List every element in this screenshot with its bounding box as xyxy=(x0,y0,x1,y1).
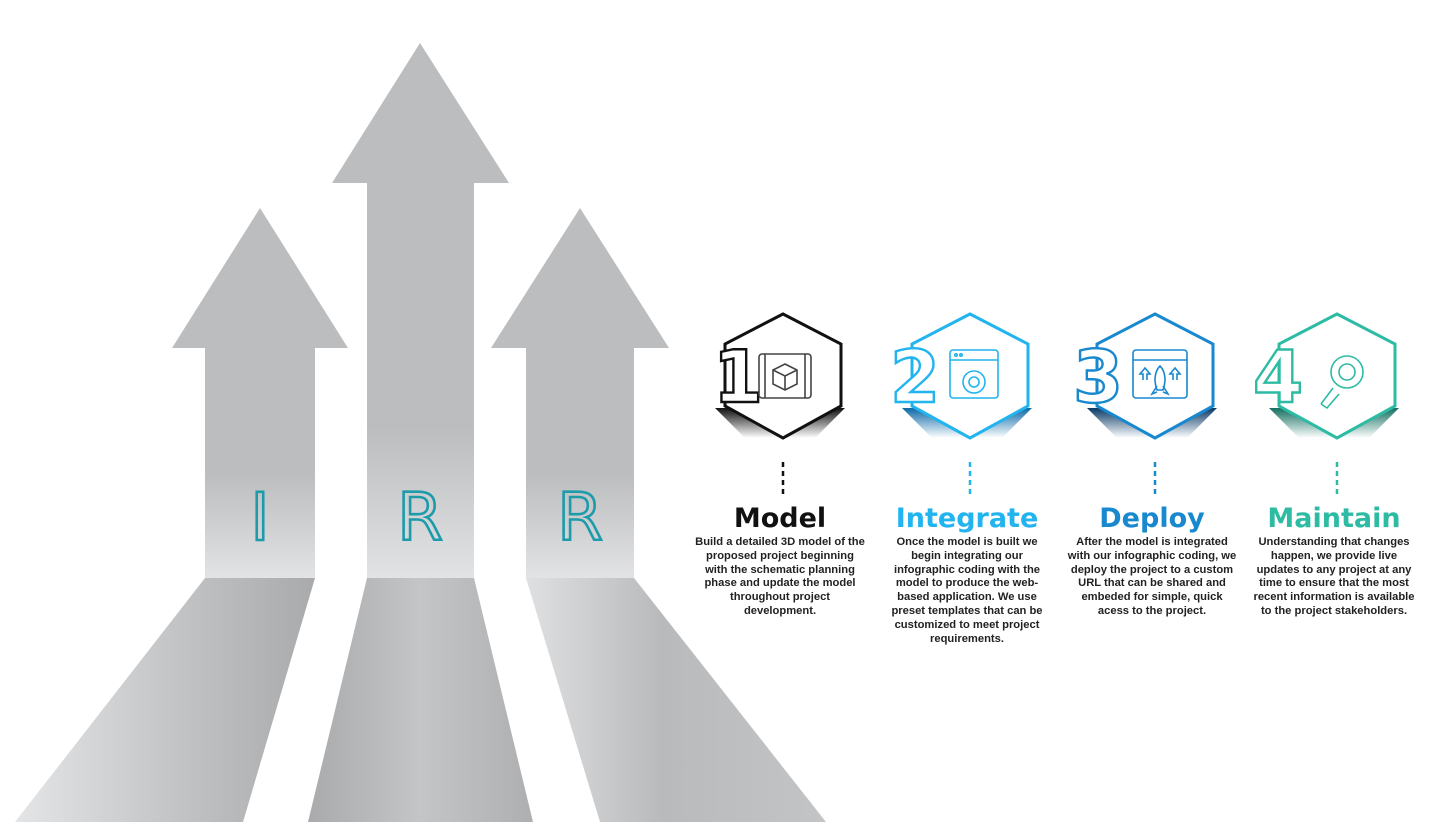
step-description: Build a detailed 3D model of the propose… xyxy=(695,536,865,617)
road-middle xyxy=(308,578,533,822)
step-badge-4: 4 xyxy=(1252,312,1399,496)
hexagon-outline xyxy=(723,312,843,440)
hexagon-outline xyxy=(910,312,1030,440)
gear-wrench-icon xyxy=(1320,355,1364,410)
step-badge-1: 1 xyxy=(712,312,845,496)
browser-gear-icon xyxy=(949,349,999,399)
blueprint-cube-icon xyxy=(758,353,812,399)
step-number: 4 xyxy=(1253,335,1303,419)
step-description: After the model is integrated with our i… xyxy=(1067,536,1237,617)
browser-rocket-icon xyxy=(1132,349,1188,399)
step-badge-2: 2 xyxy=(889,312,1032,496)
step-title: Model xyxy=(733,503,827,534)
arrow-left xyxy=(172,208,348,578)
step-description: Once the model is built we begin integra… xyxy=(891,536,1043,645)
step-maintain: 4 Maintain Understanding that changes ha… xyxy=(1244,310,1424,619)
step-number: 2 xyxy=(890,335,940,419)
step-badge-3: 3 xyxy=(1072,312,1217,496)
arrow-letter-i: I xyxy=(249,478,271,558)
step-title: Maintain xyxy=(1267,503,1401,534)
step-integrate: 2 Integrate Once the model is built we b… xyxy=(877,310,1057,646)
arrow-middle xyxy=(332,43,509,578)
step-number: 1 xyxy=(713,335,763,419)
road-left xyxy=(15,578,315,822)
arrow-right xyxy=(491,208,669,578)
step-title: Deploy xyxy=(1099,503,1205,534)
arrow-letter-r: R xyxy=(396,478,444,558)
step-title: Integrate xyxy=(895,503,1039,534)
arrow-letter-r: R xyxy=(556,478,604,558)
road-right xyxy=(526,578,826,822)
step-model: 1 Model Build a detailed 3D model of the… xyxy=(690,310,870,619)
step-deploy: 3 Deploy After the model is integrated w… xyxy=(1062,310,1242,619)
hexagon-outline xyxy=(1277,312,1397,440)
step-number: 3 xyxy=(1073,335,1123,419)
step-description: Understanding that changes happen, we pr… xyxy=(1253,536,1415,617)
